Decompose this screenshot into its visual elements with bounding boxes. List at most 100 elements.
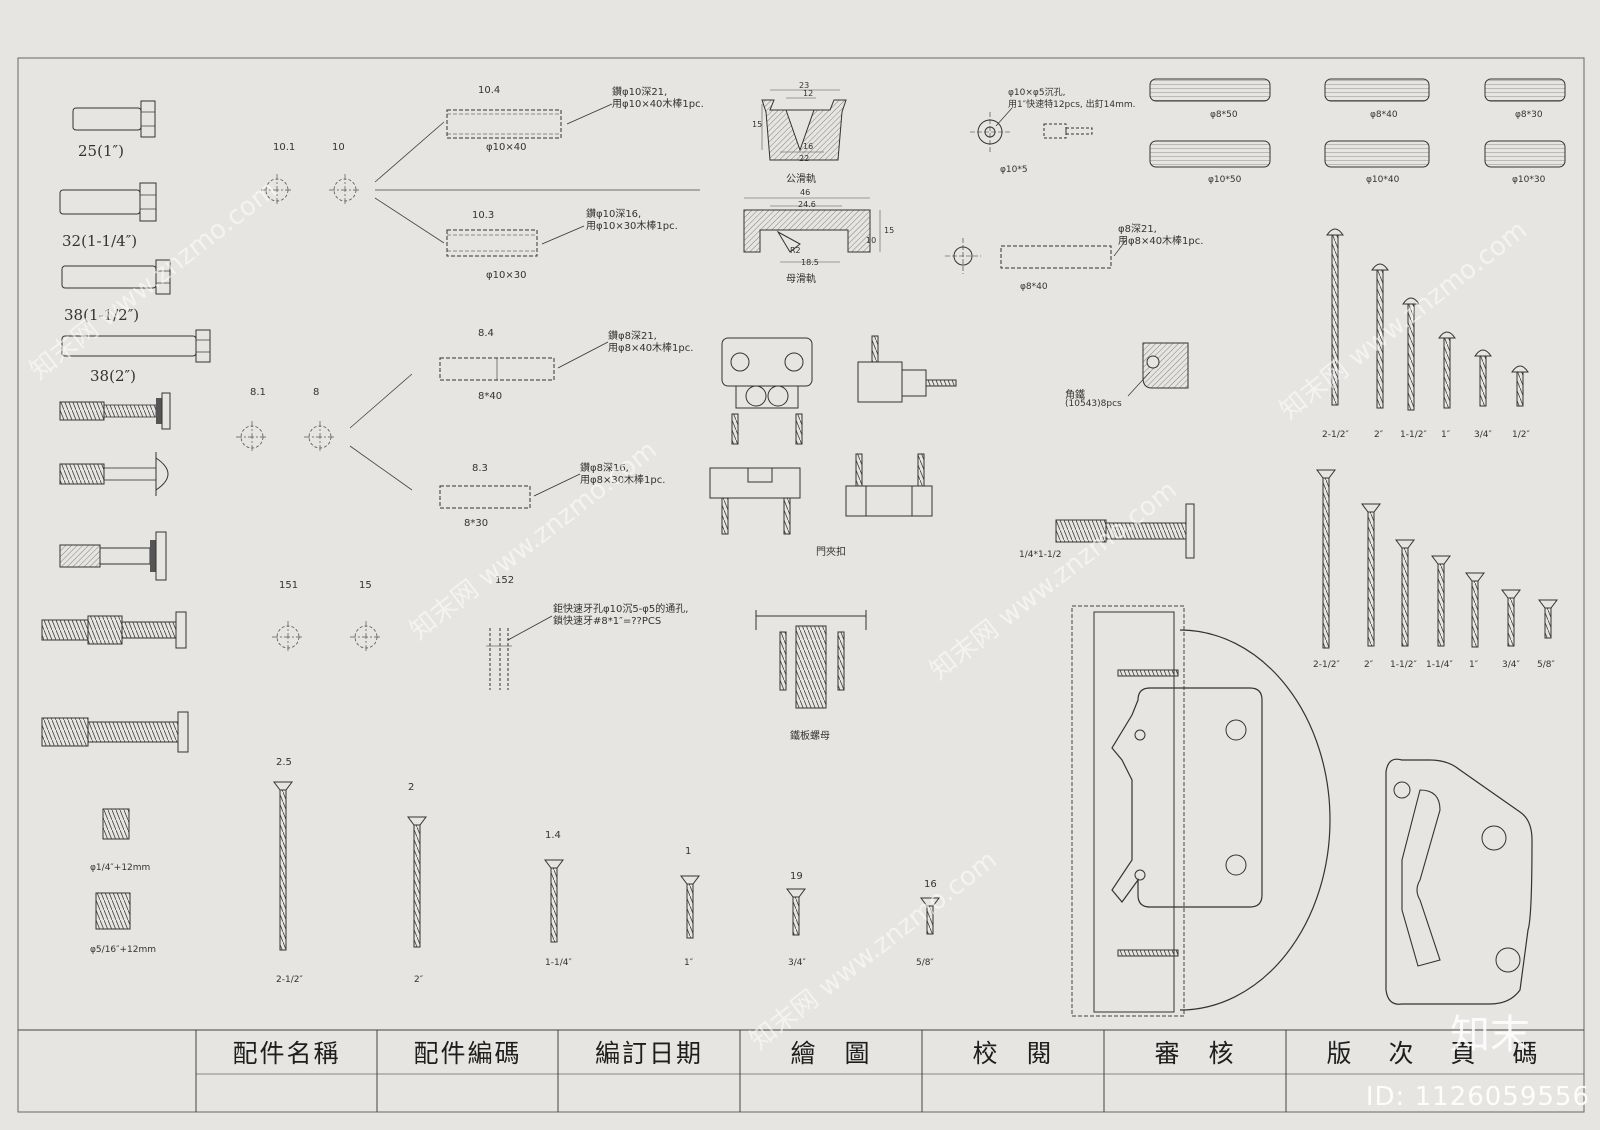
note-10-4-line2: 用φ10×40木棒1pc. — [612, 99, 704, 110]
title-reviewed: 審 核 — [1154, 1039, 1236, 1068]
bottom-screw-size-3: 1″ — [684, 958, 694, 968]
note-10-4-line1: 鑽φ10深21, — [612, 87, 668, 98]
hole-10-1 — [260, 173, 294, 207]
fluted-dowel-label-1: φ8*40 — [1370, 110, 1398, 120]
hole-label-10: 10 — [332, 142, 345, 153]
insert-label-1: φ1/4″+12mm — [90, 863, 151, 873]
bolt-label-32: 32(1-1/4″) — [62, 232, 138, 250]
pan-screw-label-3: 1″ — [1441, 430, 1451, 440]
note-152-line1: 鉅快速牙孔φ10沉5-φ5的通孔, — [553, 604, 689, 615]
fluted-dowels — [1149, 78, 1566, 168]
note-10-3-line2: 用φ10×30木棒1pc. — [586, 221, 678, 232]
female-rail-dim-3: 10 — [866, 236, 877, 245]
corner-iron-drawing — [1127, 342, 1189, 397]
dowel-hole-8-30 — [439, 473, 581, 509]
hole-152 — [486, 615, 553, 690]
fluted-dowel-label-4: φ10*40 — [1366, 175, 1400, 185]
note-countersink-line2: 用1″快速特12pcs, 出釘14mm. — [1008, 100, 1136, 110]
fluted-dowel-label-0: φ8*50 — [1210, 110, 1238, 120]
dowel-hole-8-40-b — [945, 238, 1127, 274]
flat-screw-label-2: 1-1/2″ — [1390, 660, 1417, 670]
note-8-40b-line2: 用φ8×40木棒1pc. — [1118, 236, 1204, 247]
bolt-label-38b: 38(2″) — [90, 367, 136, 385]
bottom-screw-size-4: 3/4″ — [788, 958, 806, 968]
note-countersink-line1: φ10×φ5沉孔, — [1008, 88, 1066, 98]
bolt-32 — [59, 182, 157, 222]
bottom-screws — [273, 781, 940, 951]
corner-iron-code: (10543)8pcs — [1065, 399, 1122, 409]
dowel-label-10-30: φ10×30 — [486, 270, 527, 281]
bed-hook-bracket — [1071, 605, 1331, 1017]
dowel-label-10-40: φ10×40 — [486, 142, 527, 153]
title-part-code: 配件編碼 — [413, 1039, 522, 1068]
note-8-4-line1: 鑽φ8深21, — [608, 331, 657, 342]
female-rail-label: 母滑軌 — [786, 274, 816, 285]
male-rail-dim-4: 22 — [799, 154, 810, 163]
dowel-label-8-30: 8*30 — [464, 518, 489, 529]
bottom-screw-top-4: 19 — [790, 871, 803, 882]
brand-logo-text: 知末 — [1450, 1012, 1530, 1058]
bolt-label-25: 25(1″) — [78, 142, 124, 160]
dowel-8-40b-label: φ8*40 — [1020, 282, 1048, 292]
note-8-40b-line1: φ8深21, — [1118, 224, 1157, 235]
hole-8 — [303, 420, 337, 454]
female-rail-dim-5: 18.5 — [801, 258, 819, 267]
countersink-label: φ10*5 — [1000, 165, 1028, 175]
bolt-25 — [72, 100, 156, 138]
long-bolt-drawing — [1055, 503, 1195, 559]
hole-label-151: 151 — [279, 580, 299, 591]
insert-bolt-4 — [41, 611, 187, 649]
hole-15 — [349, 620, 383, 654]
title-revision-date: 編訂日期 — [594, 1039, 703, 1068]
male-rail-dim-1: 12 — [803, 89, 814, 98]
title-drawn: 繪 圖 — [790, 1039, 872, 1068]
insert-bolt-3 — [59, 531, 167, 581]
flat-head-screws — [1316, 469, 1558, 649]
male-rail-dim-0: 23 — [799, 81, 810, 90]
flat-screw-label-3: 1-1/4″ — [1426, 660, 1453, 670]
hole-151 — [271, 620, 305, 654]
plate-nut-label: 鐵板螺母 — [790, 731, 830, 742]
bottom-screw-top-2: 1.4 — [545, 830, 561, 841]
male-rail-dim-3: 16 — [803, 142, 814, 151]
note-10-3-line1: 鑽φ10深16, — [586, 209, 642, 220]
plate-nut-drawing — [755, 610, 867, 709]
insert-label-2: φ5/16″+12mm — [90, 945, 157, 955]
note-8-4-line2: 用φ8×40木棒1pc. — [608, 343, 694, 354]
insert-bolt-2 — [59, 452, 169, 496]
flat-screw-label-5: 3/4″ — [1502, 660, 1520, 670]
image-id: ID: 1126059556 — [1365, 1082, 1590, 1112]
bottom-screw-size-5: 5/8″ — [916, 958, 934, 968]
bottom-screw-top-1: 2 — [408, 782, 415, 793]
flat-screw-label-0: 2-1/2″ — [1313, 660, 1340, 670]
female-rail-dim-0: 46 — [800, 188, 811, 197]
bottom-screw-size-2: 1-1/4″ — [545, 958, 572, 968]
female-rail-drawing — [743, 197, 881, 263]
pan-head-screws — [1326, 228, 1529, 411]
long-bolt-label: 1/4*1-1/2 — [1019, 550, 1062, 560]
dowel-hole-8-40 — [439, 341, 609, 381]
pan-screw-label-1: 2″ — [1374, 430, 1384, 440]
corner-iron-label: 角鐵 — [1065, 390, 1085, 401]
bottom-screw-top-0: 2.5 — [276, 757, 292, 768]
hook-plate-side — [1385, 758, 1533, 1005]
flat-screw-label-6: 5/8″ — [1537, 660, 1555, 670]
dowel-label-8-40: 8*40 — [478, 391, 503, 402]
note-8-3-line1: 鑽φ8深16, — [580, 463, 629, 474]
title-checked: 校 閱 — [972, 1039, 1054, 1068]
male-rail-label: 公滑軌 — [786, 174, 816, 185]
note-8-3-line2: 用φ8×30木棒1pc. — [580, 475, 666, 486]
note-152-line2: 鎖快速牙#8*1″=??PCS — [553, 616, 662, 627]
pan-screw-label-0: 2-1/2″ — [1322, 430, 1349, 440]
door-clip-label: 門夾扣 — [816, 547, 846, 558]
insert-bolt-1 — [59, 392, 171, 430]
title-part-name: 配件名稱 — [232, 1039, 341, 1068]
hole-label-8: 8 — [313, 387, 320, 398]
bolt-38-b — [61, 329, 211, 363]
bolt-label-38a: 38(1-1/2″) — [64, 306, 140, 324]
hole-label-152: 152 — [495, 575, 515, 586]
fluted-dowel-label-2: φ8*30 — [1515, 110, 1543, 120]
bottom-screw-top-5: 16 — [924, 879, 937, 890]
hole-label-8-1: 8.1 — [250, 387, 266, 398]
